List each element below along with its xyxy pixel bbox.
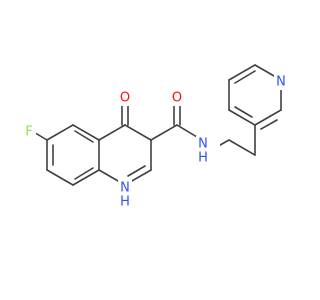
- fluorine-label: F: [25, 125, 32, 140]
- quinolone-hydrogen-label: H: [120, 195, 130, 210]
- amide-group: [150, 102, 198, 141]
- amide-hydrogen-label: H: [198, 151, 208, 166]
- amide-nitrogen-label: N: [198, 137, 208, 152]
- pyridine-nitrogen-label: N: [276, 75, 286, 90]
- pyridone-ring: [98, 124, 152, 186]
- benzene-ring: [46, 124, 100, 186]
- quinolone-nitrogen-label: N: [120, 181, 130, 196]
- atom-labels: F O O N H N H N: [22, 74, 288, 210]
- amide-oxygen-label: O: [172, 91, 182, 106]
- keto-oxygen-label: O: [120, 91, 130, 106]
- molecule-structure: F O O N H N H N: [22, 64, 288, 210]
- pyridine-ring: [228, 64, 282, 156]
- keto-group: [121, 102, 129, 126]
